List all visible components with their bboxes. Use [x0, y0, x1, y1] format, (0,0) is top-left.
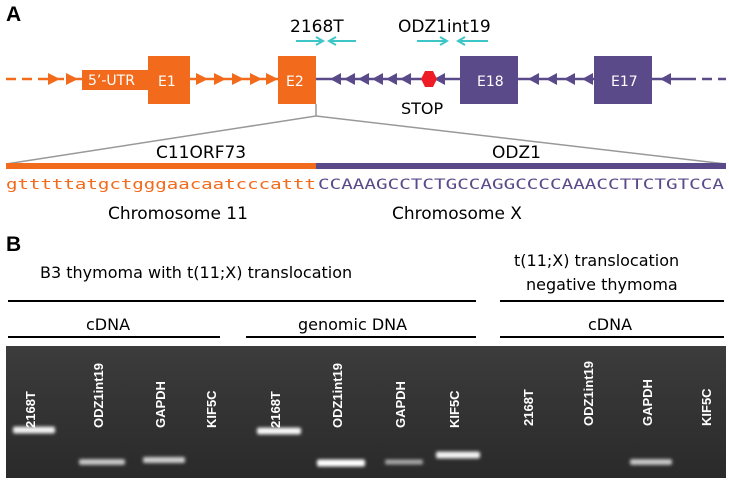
chromosome-right-label: Chromosome X — [392, 204, 522, 224]
lane-label-9: 2168T — [521, 389, 536, 426]
primer-odz1int19-label: ODZ1int19 — [398, 17, 491, 37]
exon-e1 — [148, 56, 190, 104]
lane-label-3: GAPDH — [153, 381, 168, 428]
lane-label-5: 2168T — [268, 391, 283, 428]
subgroup-genomic-label: genomic DNA — [298, 315, 407, 334]
group-negative-label-line1: t(11;X) translocation — [514, 251, 679, 270]
lane-label-10: ODZ1int19 — [581, 361, 596, 426]
lane-label-6: ODZ1int19 — [330, 363, 345, 428]
panel-a-letter: A — [6, 3, 21, 26]
primer-arrows — [296, 36, 488, 46]
chromosome-left-label: Chromosome 11 — [108, 204, 248, 224]
band-lane-1 — [13, 426, 55, 434]
lane-label-1: 2168T — [23, 391, 38, 428]
lane-label-2: ODZ1int19 — [91, 363, 106, 428]
primer-2168t-reverse-arrow — [326, 36, 356, 46]
lane-label-4: KIF5C — [204, 390, 219, 428]
subgroup-cdna-2-label: cDNA — [588, 315, 632, 334]
primer-2168t-label: 2168T — [290, 17, 344, 37]
subgroup-cdna-1-label: cDNA — [86, 315, 130, 334]
gel-lane-labels: 2168T ODZ1int19 GAPDH KIF5C 2168T ODZ1int19 GA… — [23, 361, 714, 428]
exon-5utr — [82, 70, 148, 90]
exon-5utr-label: 5’-UTR — [88, 73, 135, 89]
exon-e18 — [460, 56, 518, 104]
zoom-lines — [5, 104, 727, 165]
reverse-direction-arrows — [330, 73, 671, 85]
lane-label-12: KIF5C — [699, 388, 714, 426]
band-lane-8 — [436, 451, 480, 459]
odz1-backbone — [316, 73, 726, 85]
group-negative-label-line2: negative thymoma — [526, 275, 678, 294]
exon-e2-label: E2 — [286, 74, 304, 90]
fusion-bar-left — [6, 163, 316, 169]
exon-e1-label: E1 — [158, 74, 176, 90]
band-lane-7 — [385, 459, 423, 465]
sequence-right: CCAAAGCCTCTGCCAGGCCCCAAACCTTCTGTCCA — [318, 177, 725, 193]
gene-left-label: C11ORF73 — [156, 143, 246, 163]
sequence-left: gtttttatgctgggaacaatcccattt — [6, 177, 316, 193]
exon-e17-label: E17 — [611, 74, 638, 90]
forward-direction-arrows — [48, 73, 278, 85]
lane-label-7: GAPDH — [393, 381, 408, 428]
exon-e2 — [278, 56, 316, 104]
lane-label-8: KIF5C — [447, 390, 462, 428]
fusion-bar-right — [316, 163, 726, 169]
lane-label-11: GAPDH — [640, 379, 655, 426]
panel-b-letter: B — [6, 233, 21, 256]
band-lane-11 — [630, 459, 672, 465]
group-bracket-lines — [8, 300, 724, 338]
stop-codon-icon — [421, 71, 437, 87]
group-positive-label: B3 thymoma with t(11;X) translocation — [40, 263, 352, 282]
primer-odz1int19-reverse-arrow — [455, 36, 488, 46]
stop-label: STOP — [401, 99, 444, 118]
exon-e18-label: E18 — [477, 74, 504, 90]
gel-bands — [13, 426, 672, 467]
primer-odz1int19-forward-arrow — [417, 36, 450, 46]
gene-right-label: ODZ1 — [492, 143, 541, 163]
band-lane-3 — [143, 457, 185, 463]
band-lane-2 — [79, 459, 125, 465]
exon-e17 — [594, 56, 652, 104]
band-lane-5 — [257, 427, 301, 435]
band-lane-6 — [317, 459, 365, 467]
primer-2168t-forward-arrow — [296, 36, 326, 46]
gel-image — [6, 346, 726, 478]
